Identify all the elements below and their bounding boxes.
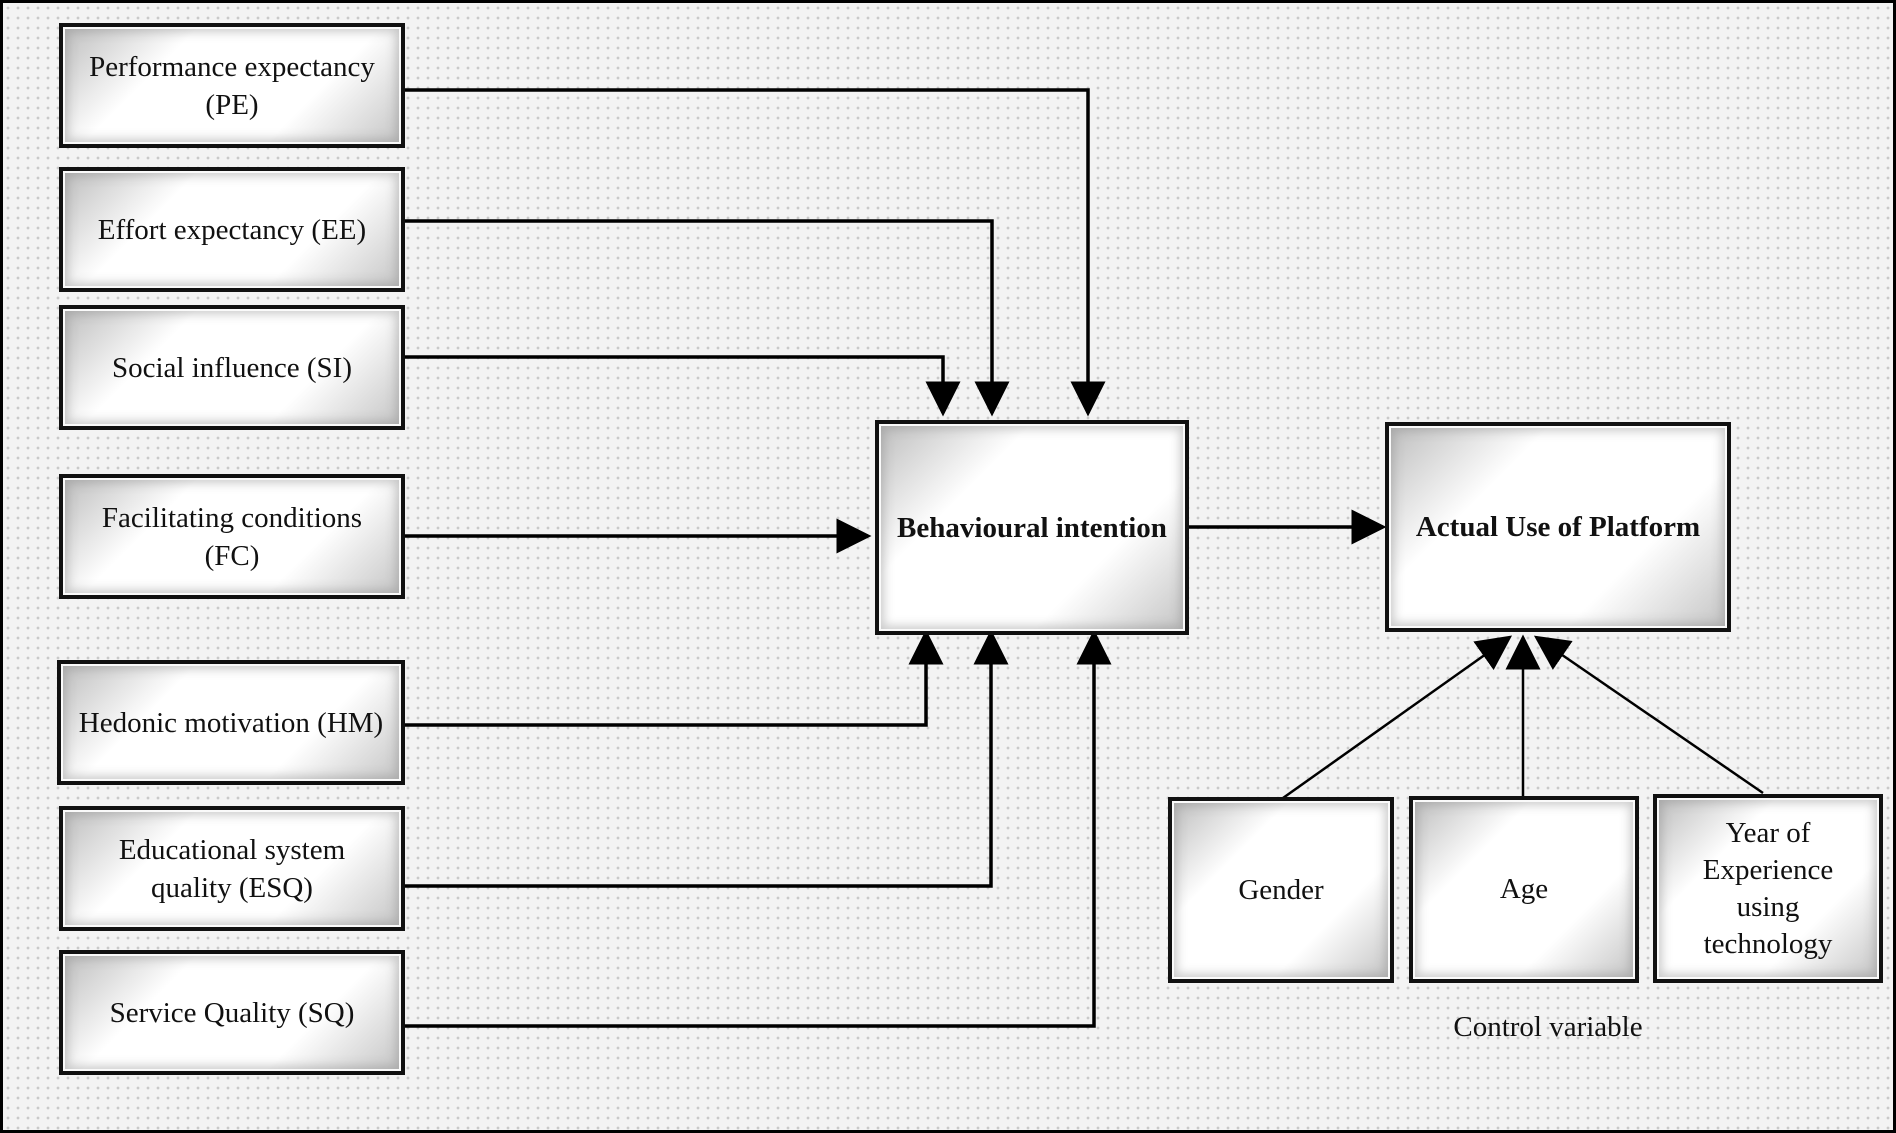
node-age: Age xyxy=(1409,796,1639,983)
node-gender: Gender xyxy=(1168,797,1394,983)
node-label: Actual Use of Platform xyxy=(1415,511,1701,543)
connector-layer xyxy=(403,88,1764,1028)
node-educational-system-quality: Educational system quality (ESQ) xyxy=(59,806,405,931)
node-label: Facilitating conditions (FC) xyxy=(101,501,363,572)
node-label: Effort expectancy (EE) xyxy=(97,213,367,246)
node-facilitating-conditions: Facilitating conditions (FC) xyxy=(59,474,405,599)
node-label: Behavioural intention xyxy=(897,511,1167,544)
node-performance-expectancy: Performance expectancy (PE) xyxy=(59,23,405,148)
control-variable-caption: Control variable xyxy=(1453,1011,1643,1043)
node-label: Educational system quality (ESQ) xyxy=(118,833,346,904)
node-label: Year of Experience using technology xyxy=(1702,816,1834,960)
node-year-of-experience: Year of Experience using technology xyxy=(1653,794,1883,983)
edge-esq-to-bi xyxy=(403,629,1009,888)
edge-ee-to-bi xyxy=(403,219,1010,417)
node-behavioural-intention: Behavioural intention xyxy=(875,420,1189,635)
edge-gender-to-aup xyxy=(1282,635,1513,800)
node-label: Performance expectancy (PE) xyxy=(89,50,375,121)
node-hedonic-motivation: Hedonic motivation (HM) xyxy=(57,660,405,785)
node-label: Age xyxy=(1499,873,1549,905)
edge-pe-to-bi xyxy=(403,88,1106,417)
node-actual-use-of-platform: Actual Use of Platform xyxy=(1385,422,1731,632)
node-label: Social influence (SI) xyxy=(112,351,352,384)
node-social-influence: Social influence (SI) xyxy=(59,305,405,430)
edge-hm-to-bi xyxy=(403,629,944,727)
edge-sq-to-bi xyxy=(403,629,1112,1028)
edge-si-to-bi xyxy=(403,355,961,417)
node-effort-expectancy: Effort expectancy (EE) xyxy=(59,167,405,292)
node-label: Service Quality (SQ) xyxy=(109,996,355,1029)
node-service-quality: Service Quality (SQ) xyxy=(59,950,405,1075)
edge-experience-to-aup xyxy=(1533,635,1764,795)
node-label: Hedonic motivation (HM) xyxy=(78,706,384,739)
node-label: Gender xyxy=(1238,873,1324,906)
